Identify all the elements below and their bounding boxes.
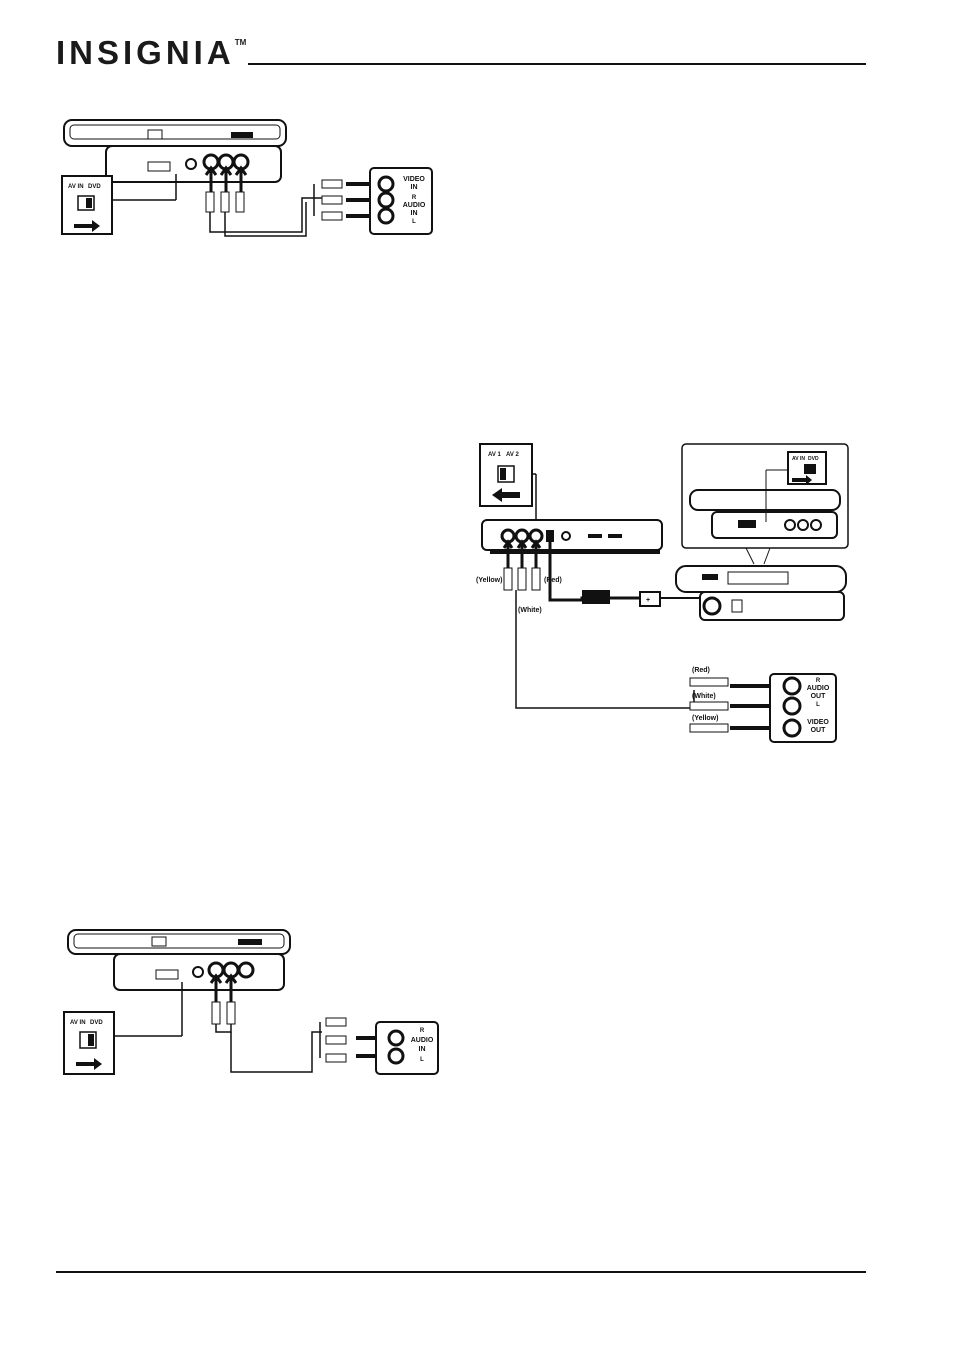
footer-rule [56,1271,866,1273]
source-audio-sub: OUT [811,693,827,700]
tv3-audio-r: R [420,1028,425,1034]
source-video-sub: OUT [811,727,827,734]
diagram-player-to-tv-audio: AV IN DVD R AUDIO IN L [63,929,439,1075]
trademark-mark: TM [234,38,247,47]
source-audio-r: R [816,678,821,684]
switch-label-dvd: DVD [88,184,101,190]
source-red-label: (Red) [692,667,710,674]
cable-yellow-label: (Yellow) [476,577,502,584]
header-rule [248,63,866,65]
plus-icon: + [646,597,650,604]
tv-audio-label: AUDIO [403,202,426,209]
tv-video-sub: IN [411,184,418,191]
switch-label-av-in-3: AV IN [70,1020,86,1026]
tv-audio-r: R [412,195,417,201]
tv3-audio-label: AUDIO [411,1037,434,1044]
tv-audio-l: L [412,219,416,225]
cable-red-label: (Red) [544,577,562,584]
tv3-audio-l: L [420,1057,424,1063]
cable-white-label: (White) [518,607,542,614]
brand-name: INSIGNIA [56,34,235,71]
source-white-label: (White) [692,693,716,700]
source-yellow-label: (Yellow) [692,715,718,722]
source-video-label: VIDEO [807,719,829,726]
brand-logo: INSIGNIATM [56,34,246,74]
zoom-switch-av-in: AV IN [792,456,805,462]
tv-audio-sub: IN [411,210,418,217]
switch-label-av2: AV 2 [506,452,520,458]
tv-video-label: VIDEO [403,176,425,183]
switch-label-av-in: AV IN [68,184,84,190]
switch-label-av1: AV 1 [488,452,502,458]
diagram-player-to-tv-av: AV IN DVD VIDEO IN R AUDIO IN L [61,119,433,237]
tv3-audio-sub: IN [419,1046,426,1053]
source-audio-l: L [816,702,820,708]
diagram-source-to-player-av-in: AV 1 AV 2 (Yellow) (White) (Red) + AV IN… [476,443,849,743]
zoom-switch-dvd: DVD [808,456,819,462]
switch-label-dvd-3: DVD [90,1020,103,1026]
source-audio-label: AUDIO [807,685,830,692]
